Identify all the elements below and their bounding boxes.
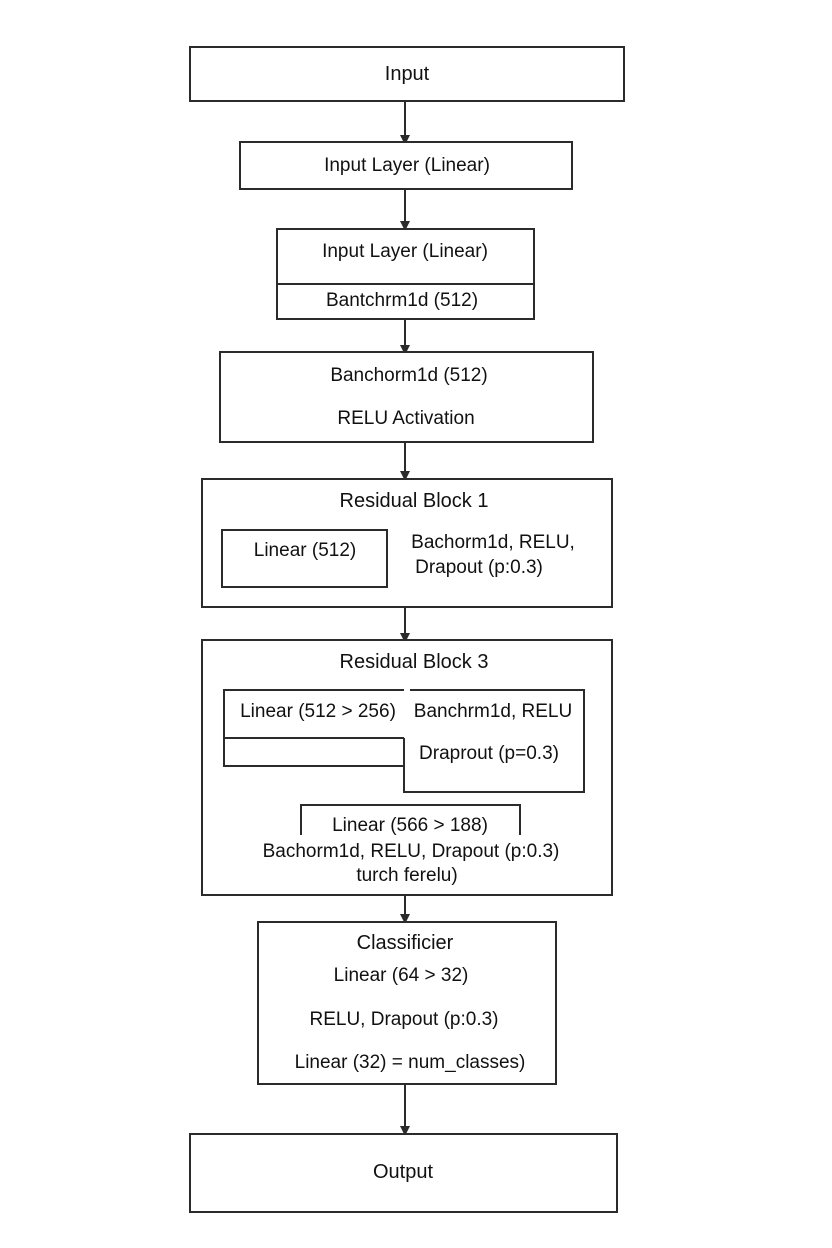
input-bn-node [276, 228, 535, 320]
residual-block-1-linear [221, 529, 388, 588]
input-layer-node [239, 141, 573, 190]
residual-block-3-row2-right: Draprout (p=0.3) [419, 743, 559, 764]
output-node [189, 1133, 618, 1213]
residual-block-3-row1-left: Linear (512 > 256) [240, 701, 396, 722]
input-layer-label: Input Layer (Linear) [324, 155, 490, 176]
residual-block-3-lower-line2: turch ferelu) [356, 865, 458, 886]
residual-block-1-side-line2: Drapout (p:0.3) [415, 557, 543, 578]
classifier-line3: Linear (32) = num_classes) [294, 1052, 526, 1073]
classifier-line1: Linear (64 > 32) [333, 965, 469, 986]
residual-block-1-side-line1: Bachorm1d, RELU, [411, 532, 575, 553]
bn-relu-node [219, 351, 594, 443]
output-label: Output [372, 1161, 434, 1183]
input-node [189, 46, 625, 102]
classifier-title: Classificier [356, 932, 454, 954]
residual-block-3-gap [404, 686, 410, 694]
bn-relu-line1: Banchorm1d (512) [330, 365, 488, 386]
input-bn-divider [276, 283, 535, 285]
classifier-node [257, 921, 557, 1085]
input-bn-top-label: Input Layer (Linear) [322, 241, 488, 262]
residual-block-3-lower-line1: Bachorm1d, RELU, Drapout (p:0.3) [262, 841, 560, 862]
residual-block-1-title: Residual Block 1 [339, 490, 489, 512]
residual-block-3-title: Residual Block 3 [339, 651, 489, 673]
residual-block-3-lower-inner: Linear (566 > 188) [332, 815, 488, 836]
bn-relu-line2: RELU Activation [337, 408, 475, 429]
input-label: Input [384, 63, 430, 85]
classifier-line2: RELU, Drapout (p:0.3) [309, 1009, 499, 1030]
residual-block-3 [201, 639, 613, 896]
input-bn-bottom-label: Bantchrm1d (512) [325, 290, 479, 311]
residual-block-1-linear-label: Linear (512) [253, 540, 357, 561]
residual-block-3-row1-right: Banchrm1d, RELU [413, 701, 573, 722]
